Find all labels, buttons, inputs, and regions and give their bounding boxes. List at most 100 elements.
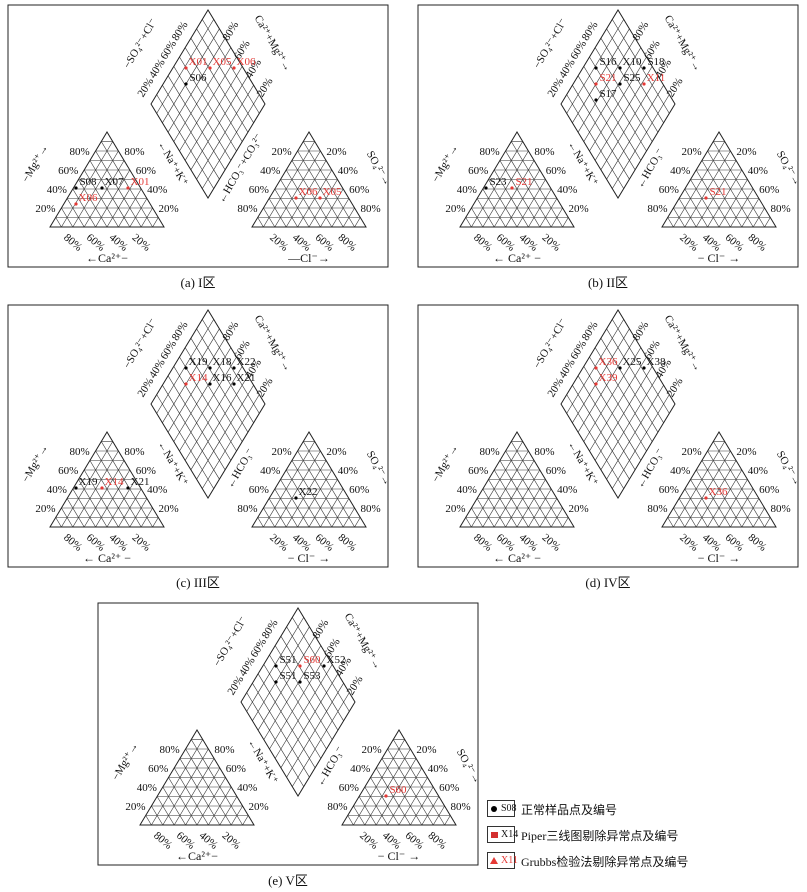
grid-line	[673, 441, 725, 528]
grid-line	[589, 56, 647, 152]
grid-line	[280, 179, 310, 228]
grid-line	[274, 450, 321, 528]
grid-line	[78, 179, 108, 228]
grid-line	[764, 217, 771, 228]
grid-line	[476, 198, 495, 228]
panel-caption: (a) I区	[180, 275, 216, 290]
grid-line	[516, 179, 546, 228]
grid-line	[202, 19, 260, 114]
tick-label: 80%	[647, 203, 667, 215]
grid-line	[190, 375, 249, 470]
panel-caption: (e) V区	[268, 873, 308, 888]
tick-label: 80%	[771, 503, 791, 515]
diamond-sample-label: X38	[647, 356, 666, 368]
tick-label: 80%	[70, 146, 90, 158]
sample-point	[294, 496, 298, 500]
tick-label: 60%	[158, 38, 179, 61]
diamond-sample-label: X25	[623, 356, 642, 368]
axis-label-anion: —Cl⁻→	[287, 251, 330, 265]
grid-line	[286, 683, 344, 778]
tick-label: 80%	[426, 830, 449, 852]
grid-line	[202, 94, 260, 189]
sample-point	[100, 486, 104, 490]
tick-label: 20%	[159, 503, 179, 515]
grid-line	[539, 498, 558, 528]
sample-point	[642, 366, 646, 370]
tick-label: 80%	[237, 503, 257, 515]
tick-label: 80%	[746, 532, 769, 554]
diamond-sample-label: S25	[623, 72, 641, 84]
grid-line	[202, 394, 260, 489]
anion-sample-label: S60	[389, 784, 407, 796]
grid-line	[297, 450, 344, 528]
tick-label: 20%	[255, 76, 276, 99]
grid-line	[600, 38, 659, 133]
diamond-sample-label: X39	[599, 372, 618, 384]
axis-label-mg: −Mg²⁺→	[430, 442, 461, 484]
grid-line	[594, 366, 653, 461]
diamond-sample-label: S60	[303, 654, 321, 666]
tick-label: 60%	[249, 484, 269, 496]
grid-line	[718, 179, 748, 228]
sample-point	[184, 82, 188, 86]
cation-sample-label: S21	[515, 176, 532, 188]
cation-sample-label: X06	[79, 192, 98, 204]
grid-line	[190, 38, 249, 133]
grid-line	[168, 777, 198, 826]
tick-label: 80%	[451, 801, 471, 813]
sample-point	[594, 382, 598, 386]
tick-label: 60%	[339, 782, 359, 794]
tick-label: 20%	[362, 744, 382, 756]
tick-label: 20%	[130, 232, 153, 254]
grid-line	[106, 479, 136, 528]
grid-line	[179, 758, 221, 826]
grid-line	[83, 160, 125, 228]
grid-line	[196, 328, 254, 423]
tick-label: 60%	[248, 636, 269, 659]
grid-line	[196, 85, 254, 180]
cation-sample-label: X07	[105, 176, 124, 188]
panel-2: 20%80%20%40%60%40%60%40%60%80%20%80%80%2…	[7, 304, 393, 568]
grid-line	[242, 815, 249, 826]
panel-frame	[7, 4, 389, 268]
sample-point	[298, 664, 302, 668]
legend-code: X11	[501, 855, 518, 866]
cation-sample-label: X21	[131, 476, 150, 488]
grid-line	[493, 160, 535, 228]
grid-line	[280, 636, 339, 731]
grid-line	[511, 141, 563, 228]
panel-caption: (d) IV区	[585, 575, 631, 590]
grid-line	[285, 460, 327, 528]
tick-label: 40%	[237, 782, 257, 794]
grid-line	[701, 160, 743, 228]
grid-line	[269, 654, 327, 750]
cation-sample-label: S23	[489, 176, 507, 188]
cation-sample-label: S08	[79, 176, 97, 188]
grid-line	[162, 748, 209, 826]
axis-label-so4: SO₄²⁻→	[774, 449, 803, 488]
axis-label-so4: SO₄²⁻→	[364, 449, 393, 488]
grid-line	[202, 319, 260, 414]
tick-label: 80%	[480, 146, 500, 158]
legend-label: Grubbs检验法剔除异常点及编号	[521, 855, 689, 869]
anion-sample-label: X06	[299, 186, 318, 198]
sample-point	[184, 66, 188, 70]
sample-point	[618, 66, 622, 70]
grid-line	[95, 150, 142, 228]
diamond-sample-label: X22	[237, 356, 256, 368]
grid-line	[764, 517, 771, 528]
triangle-outline	[459, 131, 575, 228]
tick-label: 40%	[147, 484, 167, 496]
grid-line	[95, 450, 142, 528]
tick-label: 20%	[736, 446, 756, 458]
sample-point	[510, 186, 514, 190]
legend-code: S08	[501, 803, 517, 814]
grid-line	[151, 739, 203, 826]
tick-label: 80%	[151, 830, 174, 852]
grid-line	[612, 19, 670, 114]
tick-label: 40%	[137, 782, 157, 794]
tick-label: 20%	[35, 503, 55, 515]
grid-line	[61, 441, 113, 528]
axis-label-anion: − Cl⁻ →	[698, 251, 740, 265]
tick-label: 40%	[557, 184, 577, 196]
